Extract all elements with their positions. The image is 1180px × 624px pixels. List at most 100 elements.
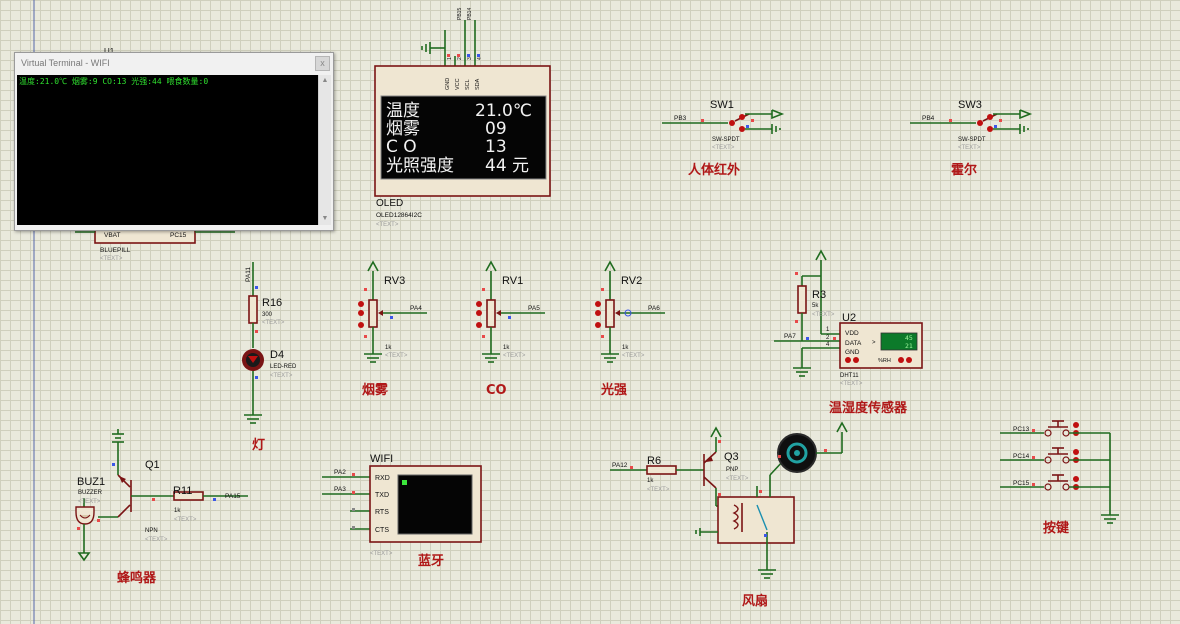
rv3-net: PA4 — [410, 305, 422, 312]
scroll-down-icon[interactable]: ▼ — [321, 215, 329, 222]
rv1-potentiometer[interactable]: RV1 PA5 1k <TEXT> CO — [476, 260, 545, 398]
rv1-caption: CO — [486, 383, 507, 398]
rv3-value: 1k — [385, 345, 392, 351]
key-net-pc13: PC13 — [1013, 426, 1030, 433]
terminal-scrollbar[interactable]: ▲ ▼ — [318, 75, 331, 225]
buzzer-ref: BUZ1 — [77, 476, 105, 488]
u2-caption: 温湿度传感器 — [829, 400, 908, 416]
oled-row-label-3: C O — [386, 137, 417, 157]
terminal-titlebar[interactable]: Virtual Terminal - WIFI x — [15, 53, 333, 73]
oled-row-value-2: 09 — [485, 119, 507, 139]
virtual-terminal-window[interactable]: Virtual Terminal - WIFI x 温度:21.0℃ 烟雾:9 … — [14, 52, 334, 231]
u2-pin-num-2: 2 — [826, 335, 830, 341]
terminal-output-line: 温度:21.0℃ 烟雾:9 CO:13 光强:44 喂食数量:0 — [19, 77, 209, 86]
oled-pin-num-1: 1 — [447, 57, 453, 60]
oled-pin-num-3: 3 — [467, 57, 473, 60]
oled-net-sda: PB14 — [467, 8, 473, 20]
svg-text:>: > — [872, 340, 876, 346]
q1-ref: Q1 — [145, 459, 160, 471]
rv2-value: 1k — [622, 345, 629, 351]
r11-net: PA15 — [225, 493, 241, 500]
sw3-switch[interactable]: PB4 SW3 SW-SPDT <TEXT> 霍尔 — [910, 99, 1033, 178]
oled-ref: OLED — [376, 198, 403, 209]
key-button-pc15[interactable]: PC15 — [1000, 474, 1110, 491]
scroll-up-icon[interactable]: ▲ — [321, 77, 329, 84]
u2-text: <TEXT> — [840, 381, 863, 387]
q3-value: PNP — [726, 467, 738, 473]
u2-readout — [880, 332, 918, 351]
d4-text: <TEXT> — [270, 373, 293, 379]
fan-circuit[interactable]: PA12 R6 1k <TEXT> Q3 PNP <TEXT> — [610, 421, 848, 609]
wifi-pin-cts: CTS — [375, 527, 389, 534]
rv3-text: <TEXT> — [385, 353, 408, 359]
wifi-module[interactable]: PA2 PA3 RXD TXD RTS CTS WIFI <TEXT> 蓝牙 — [322, 453, 482, 569]
u2-readout-bottom: 21 — [905, 342, 913, 350]
terminal-screen[interactable]: 温度:21.0℃ 烟雾:9 CO:13 光强:44 喂食数量:0 — [17, 75, 319, 225]
rv2-potentiometer[interactable]: RV2 PA6 1k <TEXT> 光强 — [595, 260, 665, 398]
close-icon[interactable]: x — [315, 56, 330, 71]
u2-pin-data: DATA — [845, 340, 862, 347]
key-buttons[interactable]: PC13 PC14 PC15 — [1000, 420, 1119, 536]
key-net-pc15: PC15 — [1013, 480, 1030, 487]
wifi-text: <TEXT> — [370, 551, 393, 557]
d4-value: LED-RED — [270, 364, 297, 370]
oled-module[interactable]: PB15 PB14 1 2 3 4 GND VCC SCL SDA 温度 21.… — [374, 8, 551, 228]
oled-row-value-4: 44 元 — [485, 156, 529, 176]
wifi-pin-rxd: RXD — [375, 475, 390, 482]
led-circuit[interactable]: PA11 R16 300 <TEXT> D4 LED-RED <TEXT> 灯 — [242, 262, 297, 453]
wifi-net-rxd: PA2 — [334, 469, 346, 476]
key-button-pc14[interactable]: PC14 — [1000, 447, 1110, 464]
oled-net-scl: PB15 — [457, 8, 463, 20]
r16-body — [248, 295, 258, 324]
u2-pin-gnd: GND — [845, 349, 860, 356]
sw1-text: <TEXT> — [712, 145, 735, 151]
dht11-sensor[interactable]: R3 5k <TEXT> PA7 1 2 4 VDD DATA GND > 45… — [774, 249, 923, 416]
oled-row-value-1: 21.0℃ — [475, 101, 532, 121]
u2-pin-num-4: 4 — [826, 342, 830, 348]
rv2-text: <TEXT> — [622, 353, 645, 359]
u2-readout-top: 45 — [905, 334, 913, 342]
wifi-ref: WIFI — [370, 453, 393, 465]
wifi-net-txd: PA3 — [334, 486, 346, 493]
oled-text: <TEXT> — [376, 222, 399, 228]
sw3-net: PB4 — [922, 115, 935, 122]
key-net-pc14: PC14 — [1013, 453, 1030, 460]
rv3-ref: RV3 — [384, 275, 405, 287]
u2-ref: U2 — [842, 312, 856, 324]
u2-pin-vdd: VDD — [845, 330, 859, 337]
u2-unit: %RH — [878, 358, 891, 364]
sw1-caption: 人体红外 — [688, 162, 740, 178]
buzzer-circuit[interactable]: BUZ1 BUZZER <TEXT> Q1 NPN <TEXT> R11 1k … — [75, 429, 248, 586]
oled-row-label-4: 光照强度 — [386, 156, 454, 176]
oled-row-label-1: 温度 — [386, 101, 420, 121]
oled-pin-scl: SCL — [465, 79, 471, 90]
keys-caption: 按键 — [1043, 520, 1069, 536]
sw1-switch[interactable]: PB3 SW1 SW-SPDT <TEXT> 人体红外 — [662, 99, 785, 178]
rv1-text: <TEXT> — [503, 353, 526, 359]
oled-screen — [380, 95, 547, 180]
r11-value: 1k — [174, 508, 181, 514]
u2-value: DHT11 — [840, 373, 859, 379]
sw1-net: PB3 — [674, 115, 687, 122]
rv2-ref: RV2 — [621, 275, 642, 287]
rv1-value: 1k — [503, 345, 510, 351]
r11-text: <TEXT> — [174, 517, 197, 523]
d4-ref: D4 — [270, 349, 284, 361]
oled-row-value-3: 13 — [485, 137, 507, 157]
rv3-caption: 烟雾 — [362, 383, 389, 398]
rv3-potentiometer[interactable]: RV3 PA4 1k <TEXT> 烟雾 — [358, 260, 427, 398]
terminal-title: Virtual Terminal - WIFI — [21, 58, 110, 68]
r3-value: 5k — [812, 303, 819, 309]
key-button-pc13[interactable]: PC13 — [1000, 420, 1110, 437]
r6-value: 1k — [647, 478, 654, 484]
mcu-name: BLUEPILL — [100, 247, 131, 254]
oled-pin-sda: SDA — [475, 78, 481, 90]
r6-net: PA12 — [612, 462, 628, 469]
sw3-caption: 霍尔 — [951, 162, 977, 178]
sw3-text: <TEXT> — [958, 145, 981, 151]
rv2-net: PA6 — [648, 305, 660, 312]
r16-net: PA11 — [245, 267, 252, 282]
oled-pin-vcc: VCC — [455, 78, 461, 90]
buzzer-text: <TEXT> — [78, 499, 101, 505]
